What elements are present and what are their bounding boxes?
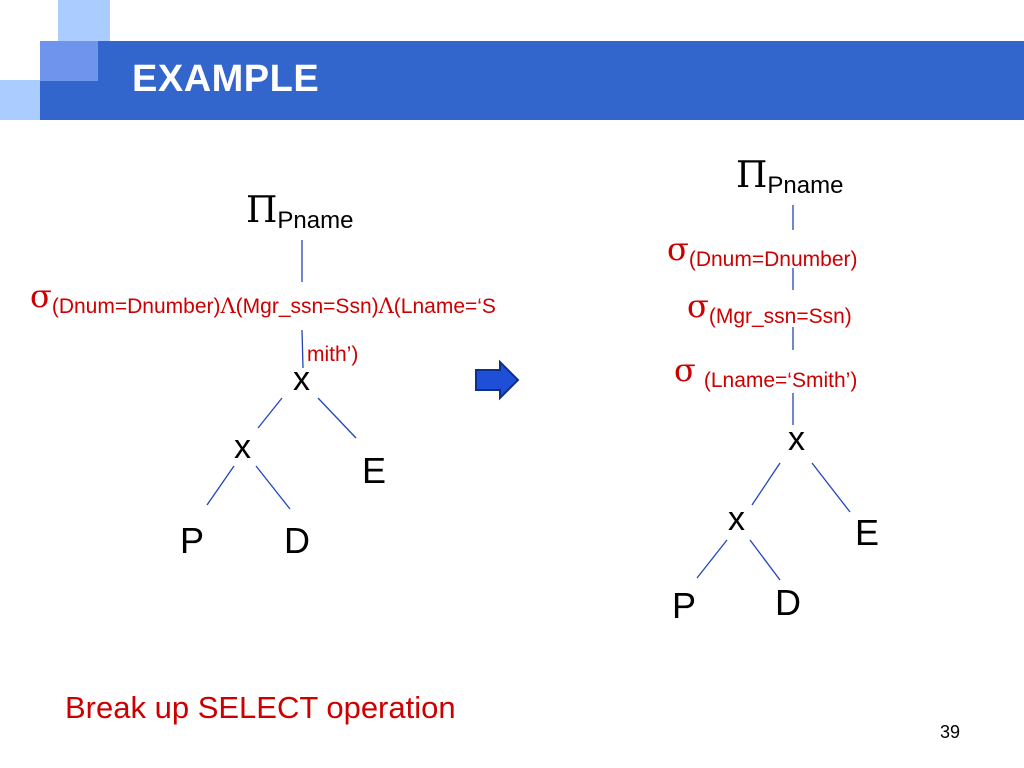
cross-product-node: x	[728, 500, 745, 538]
relation-e: E	[362, 450, 387, 491]
cross-product-node: x	[234, 428, 251, 466]
cross-product-node: x	[293, 360, 310, 398]
projection-attr: Pname	[277, 207, 354, 234]
relation-d: D	[775, 582, 801, 623]
sigma-symbol: σ	[687, 287, 709, 325]
slide-caption: Break up SELECT operation	[65, 690, 456, 725]
cross-product-node: x	[788, 420, 805, 458]
decor-square	[0, 80, 40, 120]
edge	[751, 462, 781, 506]
edge	[317, 397, 357, 439]
projection-attr: Pname	[767, 172, 844, 199]
right-selection-1: σ(Dnum=Dnumber)	[667, 230, 858, 271]
selection-condition: (Mgr_ssn=Ssn)	[235, 295, 379, 318]
selection-condition: (Dnum=Dnumber)	[688, 248, 858, 271]
sigma-symbol: σ	[30, 277, 52, 315]
edge	[206, 465, 235, 506]
edge	[257, 397, 283, 429]
selection-condition: (Lname=‘Smith’)	[703, 369, 858, 392]
edge	[255, 465, 291, 510]
edge	[749, 539, 781, 581]
selection-condition: (Mgr_ssn=Ssn)	[708, 305, 852, 328]
edge	[301, 329, 304, 369]
relation-e: E	[855, 512, 880, 553]
and-symbol: Λ	[378, 294, 394, 318]
header-bar	[40, 41, 1024, 120]
page-number: 39	[940, 722, 961, 742]
right-selection-2: σ(Mgr_ssn=Ssn)	[687, 287, 852, 328]
transform-arrow	[475, 359, 520, 401]
selection-condition: (Lname=‘S	[393, 295, 496, 318]
slide-title: EXAMPLE	[132, 58, 320, 100]
pi-symbol: Π	[246, 190, 278, 231]
edge	[696, 539, 728, 579]
selection-condition: (Dnum=Dnumber)	[51, 295, 221, 318]
relation-d: D	[284, 520, 310, 561]
left-selection: σ(Dnum=Dnumber)Λ(Mgr_ssn=Ssn)Λ(Lname=‘S	[30, 277, 496, 318]
decor-square	[98, 0, 110, 41]
relation-p: P	[672, 585, 697, 626]
left-projection: ΠPname	[246, 190, 354, 234]
and-symbol: Λ	[220, 294, 236, 318]
sigma-symbol: σ	[674, 351, 696, 389]
decor-square	[40, 41, 98, 81]
pi-symbol: Π	[736, 155, 768, 196]
right-projection: ΠPname	[736, 155, 844, 199]
selection-condition-continued: mith’)	[307, 343, 359, 366]
right-selection-3: σ (Lname=‘Smith’)	[674, 351, 857, 392]
sigma-symbol: σ	[667, 230, 689, 268]
relation-p: P	[180, 520, 205, 561]
edge	[811, 462, 851, 513]
